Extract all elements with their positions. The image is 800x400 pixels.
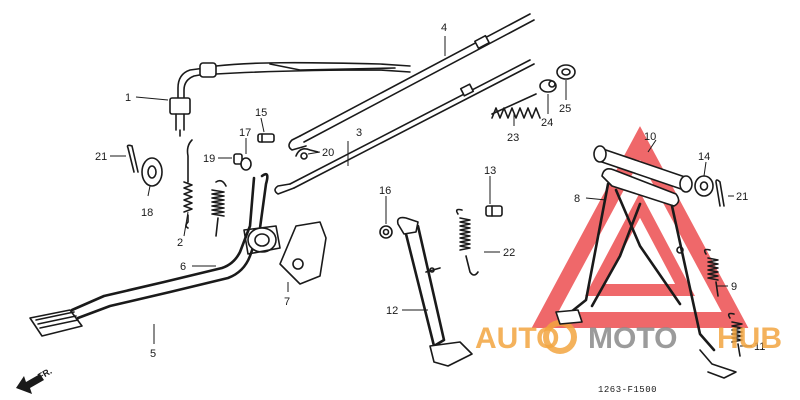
part-label-2: 2	[177, 237, 183, 249]
part-label-25: 25	[559, 103, 571, 115]
part-label-21-right: 21	[736, 191, 748, 203]
watermark-triangle-outer	[531, 126, 749, 328]
drawing-code: 1263-F1500	[598, 385, 657, 395]
part-nut-25	[556, 64, 576, 80]
part-label-10: 10	[644, 131, 656, 143]
part-label-16: 16	[379, 185, 391, 197]
part-label-4: 4	[441, 22, 447, 34]
part-label-19: 19	[203, 153, 215, 165]
leader-lines	[110, 36, 752, 347]
part-label-21-left: 21	[95, 151, 107, 163]
part-label-9: 9	[731, 281, 737, 293]
part-label-11: 11	[754, 341, 765, 353]
part-washer-17	[240, 157, 252, 171]
part-label-18: 18	[141, 207, 153, 219]
part-label-22: 22	[503, 247, 515, 259]
part-joint-24	[539, 79, 557, 93]
watermark-word-auto: AUTO	[475, 322, 559, 355]
part-pivot-shaft-10	[593, 145, 693, 193]
part-label-14: 14	[698, 151, 710, 163]
part-label-3: 3	[356, 127, 362, 139]
part-washer-18	[141, 157, 163, 187]
part-spring-22	[455, 208, 479, 276]
part-spring-23	[491, 93, 541, 119]
watermark-word-moto: MOTO	[588, 322, 677, 355]
part-label-6: 6	[180, 261, 186, 273]
watermark-wordmark: AUTO MOTO HUB	[475, 322, 782, 355]
watermark-word-hub: HUB	[717, 322, 782, 355]
part-label-17: 17	[239, 127, 251, 139]
part-collar-16	[379, 225, 393, 239]
part-spring-11	[727, 312, 743, 357]
part-pin-15	[257, 133, 275, 143]
part-label-7: 7	[284, 296, 290, 308]
part-label-15: 15	[255, 107, 267, 119]
part-number-labels: 1 2 3 4 5 6 7 8 9 10 11 12 13 14 15 16 1…	[95, 22, 765, 360]
part-brake-light-switch	[169, 61, 411, 137]
part-label-1: 1	[125, 92, 131, 104]
direction-arrow-icon	[16, 374, 44, 394]
part-label-13: 13	[484, 165, 496, 177]
part-brake-pedal-5	[29, 172, 281, 337]
part-washer-14	[694, 175, 714, 197]
part-label-8: 8	[574, 193, 580, 205]
front-direction-label: FR.	[36, 366, 54, 382]
part-side-stand-12	[396, 216, 473, 367]
front-direction-arrow: FR.	[16, 366, 54, 394]
part-clip-20	[295, 148, 319, 160]
part-label-20: 20	[322, 147, 334, 159]
watermark-logo	[531, 126, 749, 354]
part-cotter-pin-21-left	[126, 144, 139, 173]
part-brake-rod-4	[288, 13, 535, 151]
part-label-23: 23	[507, 132, 519, 144]
part-label-12: 12	[386, 305, 398, 317]
part-cotter-pin-21-right	[715, 179, 725, 207]
part-bolt-19	[233, 153, 243, 165]
part-spring-6	[211, 179, 227, 237]
part-bracket-7	[279, 221, 327, 285]
part-main-stand-8	[555, 168, 737, 379]
part-label-5: 5	[150, 348, 156, 360]
part-brake-rod-3	[274, 59, 535, 195]
watermark-triangle-inner	[585, 192, 695, 296]
part-bolt-13	[485, 205, 503, 217]
part-spring-9	[703, 248, 719, 297]
part-label-24: 24	[541, 117, 553, 129]
